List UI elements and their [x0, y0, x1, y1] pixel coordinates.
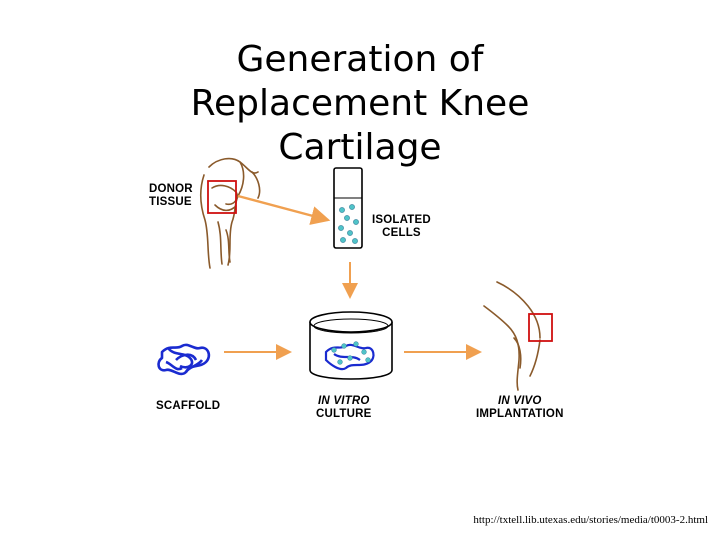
test-tube-icon — [333, 167, 363, 249]
page-title: Generation of Replacement Knee Cartilage — [0, 38, 720, 170]
in-vivo-implantation-label: IN VIVO IMPLANTATION — [476, 395, 564, 421]
scaffold-text: SCAFFOLD — [156, 400, 221, 412]
leg-drawing-icon — [483, 281, 541, 391]
culture-dish-icon — [309, 311, 393, 380]
title-line-3: Cartilage — [278, 127, 442, 168]
scaffold-icon — [157, 343, 211, 376]
donor-tissue-line-1: DONOR — [149, 183, 193, 195]
title-line-2: Replacement Knee — [190, 83, 530, 124]
in-vitro-culture-label: IN VITRO CULTURE — [316, 395, 372, 421]
implant-site-box — [528, 313, 553, 342]
isolated-cells-label: ISOLATED CELLS — [372, 214, 431, 240]
in-vitro-text: IN VITRO — [318, 395, 370, 407]
donor-selection-box — [207, 180, 237, 214]
implantation-text: IMPLANTATION — [476, 408, 564, 420]
source-url: http://txtell.lib.utexas.edu/stories/med… — [473, 514, 708, 526]
title-line-1: Generation of — [236, 39, 484, 80]
donor-tissue-label: DONOR TISSUE — [149, 183, 193, 209]
isolated-cells-line-2: CELLS — [382, 227, 421, 239]
scaffold-label: SCAFFOLD — [156, 400, 220, 413]
donor-tissue-line-2: TISSUE — [149, 196, 192, 208]
in-vivo-text: IN VIVO — [498, 395, 542, 407]
arrow-donor-to-cells — [237, 194, 331, 225]
isolated-cells-line-1: ISOLATED — [372, 214, 431, 226]
culture-text: CULTURE — [316, 408, 372, 420]
